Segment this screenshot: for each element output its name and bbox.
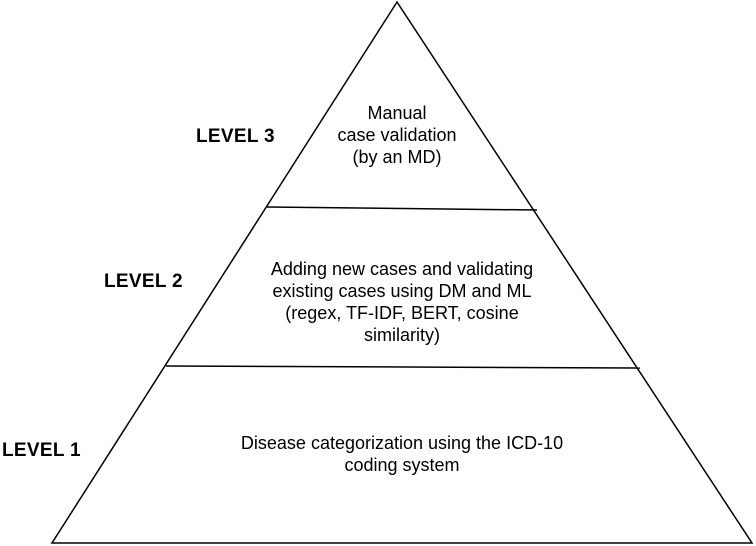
level-2-line-4: similarity) [364, 325, 440, 345]
level-1-label: LEVEL 1 [2, 440, 81, 461]
pyramid-outline [50, 0, 754, 544]
level-2-line-1: Adding new cases and validating [270, 259, 534, 279]
divider-level2-level1 [165, 365, 641, 369]
level-3-line-1: Manual [367, 103, 427, 123]
level-2-line-3: (regex, TF-IDF, BERT, cosine [285, 303, 519, 323]
level-1-line-1: Disease categorization using the ICD-10 [240, 433, 564, 453]
level-2-description: Adding new cases and validating existing… [232, 258, 572, 346]
level-3-line-2: case validation [337, 125, 457, 145]
level-3-description: Manual case validation (by an MD) [297, 102, 497, 168]
level-1-line-2: coding system [344, 455, 460, 475]
level-2-line-2: existing cases using DM and ML [272, 281, 532, 301]
divider-level3-level2 [266, 206, 538, 211]
level-2-label: LEVEL 2 [104, 271, 183, 292]
level-3-line-3: (by an MD) [352, 147, 442, 167]
level-1-description: Disease categorization using the ICD-10 … [197, 432, 607, 476]
level-3-label: LEVEL 3 [196, 126, 275, 147]
